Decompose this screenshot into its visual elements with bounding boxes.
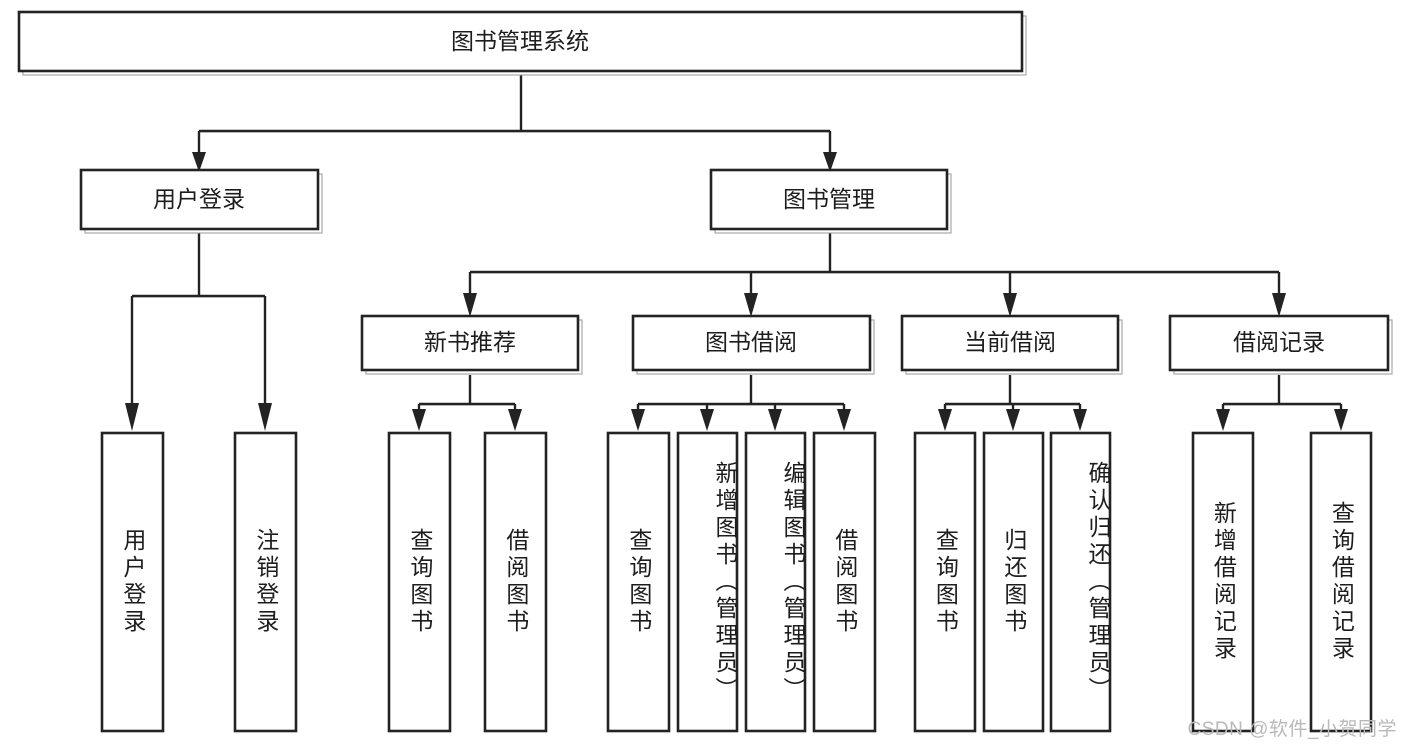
node-leaf-borrow-book-2-box[interactable] bbox=[812, 431, 877, 733]
node-leaf-user-login-box[interactable] bbox=[100, 431, 165, 733]
arrow-head-leaf-edit-book bbox=[768, 409, 782, 431]
arrow-head-leaf-logout bbox=[258, 403, 272, 431]
node-leaf-query-book-1-box[interactable] bbox=[387, 431, 452, 733]
node-leaf-add-record-box[interactable] bbox=[1191, 431, 1255, 733]
node-user-login-label: 用户登录 bbox=[153, 186, 245, 212]
arrow-head-leaf-return-book bbox=[1006, 409, 1020, 431]
node-layer: 图书管理系统 用户登录 图书管理 新书推荐 图书借阅 当前借阅 借阅记录 bbox=[17, 10, 1393, 733]
arrow-head-leaf-query-book-1 bbox=[412, 409, 426, 431]
csdn-watermark: CSDN @软件_小贺同学 bbox=[1187, 719, 1397, 740]
node-leaf-edit-book-box[interactable] bbox=[744, 431, 807, 733]
node-book-borrow-label: 图书借阅 bbox=[705, 329, 797, 355]
node-leaf-borrow-book-1-box[interactable] bbox=[483, 431, 548, 733]
node-leaf-query-book-2-box[interactable] bbox=[606, 431, 671, 733]
node-leaf-return-book-box[interactable] bbox=[982, 431, 1045, 733]
node-root-label: 图书管理系统 bbox=[451, 28, 589, 54]
node-book-management-label: 图书管理 bbox=[783, 186, 875, 212]
arrow-head-to-user-login bbox=[192, 152, 206, 172]
connector-layer bbox=[125, 75, 1348, 431]
node-book-management-box[interactable] bbox=[709, 168, 949, 231]
node-borrow-record-box[interactable] bbox=[1168, 314, 1390, 372]
node-new-book-recommend-label: 新书推荐 bbox=[424, 329, 516, 355]
arrow-head-leaf-query-book-2 bbox=[631, 409, 645, 431]
arrow-head-current-borrow bbox=[1003, 293, 1017, 317]
arrow-head-book-borrow bbox=[744, 293, 758, 317]
node-book-borrow-box[interactable] bbox=[631, 314, 872, 372]
arrow-head-leaf-add-book bbox=[700, 409, 714, 431]
node-current-borrow-box[interactable] bbox=[900, 314, 1120, 372]
arrow-head-leaf-borrow-book-2 bbox=[837, 409, 851, 431]
node-leaf-query-record-box[interactable] bbox=[1309, 431, 1373, 733]
arrow-head-leaf-borrow-book-1 bbox=[508, 409, 522, 431]
arrow-head-leaf-query-book-3 bbox=[938, 409, 952, 431]
arrow-head-leaf-query-record bbox=[1334, 409, 1348, 431]
node-root-box[interactable] bbox=[17, 10, 1024, 73]
node-new-book-recommend-box[interactable] bbox=[360, 314, 580, 372]
node-leaf-confirm-return-box[interactable] bbox=[1049, 431, 1112, 733]
arrow-head-leaf-add-record bbox=[1216, 409, 1230, 431]
node-leaf-query-book-3-box[interactable] bbox=[913, 431, 977, 733]
arrow-head-new-book-recommend bbox=[463, 293, 477, 317]
arrow-head-leaf-user-login bbox=[125, 403, 139, 431]
node-leaf-add-book-box[interactable] bbox=[676, 431, 739, 733]
node-leaf-logout-box[interactable] bbox=[233, 431, 298, 733]
node-user-login-box[interactable] bbox=[79, 168, 320, 231]
arrow-head-leaf-confirm-return bbox=[1073, 409, 1087, 431]
node-borrow-record-label: 借阅记录 bbox=[1233, 329, 1325, 355]
arrow-head-to-book-management bbox=[823, 152, 837, 172]
arrow-head-borrow-record bbox=[1272, 293, 1286, 317]
node-current-borrow-label: 当前借阅 bbox=[964, 329, 1056, 355]
